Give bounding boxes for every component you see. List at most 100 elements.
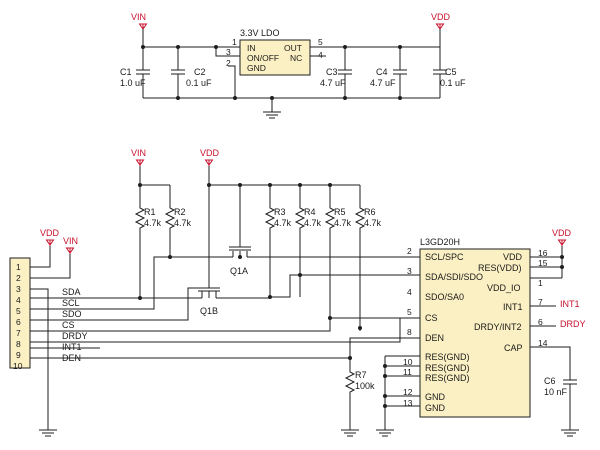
svg-text:1: 1 (232, 37, 237, 47)
svg-text:2: 2 (16, 273, 21, 283)
svg-text:INT1: INT1 (503, 302, 523, 312)
junction-dot (214, 45, 218, 49)
svg-text:11: 11 (403, 367, 412, 377)
svg-text:4.7k: 4.7k (304, 218, 322, 228)
svg-text:R2: R2 (174, 207, 186, 217)
svg-text:1: 1 (538, 278, 543, 288)
resistor-r4: R4 4.7k (294, 185, 322, 275)
int1-output-label: INT1 (560, 299, 580, 309)
capacitor-c1: C1 1.0 uF (120, 47, 150, 98)
chip-name: L3GD20H (420, 237, 460, 247)
svg-text:DRDY: DRDY (62, 331, 88, 341)
resistor-r1: R1 4.7k (134, 185, 162, 298)
vdd-arrow-mid (204, 159, 214, 166)
svg-text:R6: R6 (364, 207, 376, 217)
capacitor-c5: C5 0.1 uF (433, 47, 466, 98)
svg-text:8: 8 (407, 327, 412, 337)
vdd-arrow-top (435, 23, 445, 30)
svg-text:1.0 uF: 1.0 uF (120, 78, 146, 88)
svg-text:4: 4 (407, 287, 412, 297)
svg-text:4.7k: 4.7k (144, 218, 162, 228)
resistor-r3: R3 4.7k (264, 185, 292, 297)
svg-text:C4: C4 (376, 67, 388, 77)
svg-text:0.1 uF: 0.1 uF (186, 78, 212, 88)
svg-text:ON/OFF: ON/OFF (247, 53, 279, 63)
svg-text:13: 13 (403, 398, 413, 408)
c6-value: 10 nF (544, 387, 568, 397)
svg-text:SDA/SDI/SDO: SDA/SDI/SDO (425, 272, 483, 282)
c6-ref: C6 (544, 376, 556, 386)
mosfet-q1b: Q1B (198, 257, 220, 316)
ldo-body (239, 39, 311, 76)
svg-text:2: 2 (407, 246, 412, 256)
vin-rail (142, 29, 240, 48)
vin-arrow-top (138, 23, 148, 30)
svg-text:R5: R5 (334, 207, 346, 217)
svg-text:SDO: SDO (62, 309, 82, 319)
svg-text:4.7k: 4.7k (274, 218, 292, 228)
vin-arrow-mid (135, 159, 145, 166)
svg-text:GND: GND (425, 403, 446, 413)
vdd-label-chip: VDD (552, 228, 572, 238)
svg-text:C3: C3 (326, 67, 338, 77)
svg-text:CS: CS (62, 320, 75, 330)
svg-text:VDD_IO: VDD_IO (487, 283, 521, 293)
chip-body (419, 248, 531, 418)
svg-text:16: 16 (538, 248, 548, 258)
svg-text:IN: IN (247, 43, 256, 53)
svg-text:3: 3 (16, 284, 21, 294)
mosfet-q1a: Q1A (208, 185, 251, 276)
svg-text:4.7k: 4.7k (364, 218, 382, 228)
resistor-r2: R2 4.7k (164, 185, 192, 257)
svg-text:RES(VDD): RES(VDD) (478, 263, 522, 273)
on-off-wire (215, 47, 240, 57)
svg-text:7: 7 (538, 297, 543, 307)
svg-text:15: 15 (538, 258, 548, 268)
svg-text:10: 10 (403, 357, 413, 367)
junction-dot (233, 96, 237, 100)
svg-text:RES(GND): RES(GND) (425, 373, 470, 383)
junction-dot (270, 96, 274, 100)
capacitor-c2: C2 0.1 uF (171, 47, 212, 98)
signal-wires (30, 256, 420, 360)
vdd-label-header: VDD (40, 228, 60, 238)
svg-text:9: 9 (16, 350, 21, 360)
svg-text:RES(GND): RES(GND) (425, 363, 470, 373)
svg-text:R7: R7 (355, 370, 367, 380)
header-body (9, 257, 31, 369)
svg-text:4.7k: 4.7k (334, 218, 352, 228)
svg-text:10: 10 (13, 361, 23, 371)
capacitor-c4: C4 4.7 uF (370, 47, 407, 98)
vdd-label-mid: VDD (200, 148, 220, 158)
resistor-r5: R5 4.7k (324, 185, 352, 318)
svg-text:VDD: VDD (503, 252, 523, 262)
svg-text:4: 4 (16, 295, 21, 305)
header-vin-wire (30, 254, 71, 279)
svg-text:INT1: INT1 (62, 342, 82, 352)
svg-text:12: 12 (403, 387, 413, 397)
ldo-regulator: 3.3V LDO 1 3 2 IN ON/OFF GND OUT NC 5 4 (226, 28, 326, 76)
vin-label-mid: VIN (131, 148, 146, 158)
svg-text:SCL/SPC: SCL/SPC (425, 252, 464, 262)
svg-text:DEN: DEN (425, 333, 444, 343)
header-gnd-wire (30, 288, 49, 430)
svg-text:5: 5 (16, 306, 21, 316)
ground-symbol-top (263, 111, 281, 119)
svg-text:GND: GND (425, 392, 446, 402)
power-section: VIN VDD C1 1.0 uF C2 0.1 (120, 12, 466, 119)
vdd-rail (310, 29, 441, 48)
ldo-gnd-wire (228, 65, 236, 98)
svg-text:SDO/SA0: SDO/SA0 (425, 292, 464, 302)
svg-text:2: 2 (226, 58, 231, 68)
svg-text:Q1B: Q1B (200, 306, 218, 316)
vin-label-top: VIN (131, 12, 146, 22)
svg-text:3: 3 (407, 266, 412, 276)
svg-text:DRDY/INT2: DRDY/INT2 (474, 322, 522, 332)
drdy-output-label: DRDY (560, 319, 586, 329)
gyro-chip: L3GD20H SCL/SPC SDA/SDI/SDO SDO/SA0 CS D… (376, 228, 586, 437)
svg-text:R1: R1 (144, 207, 156, 217)
svg-text:4.7k: 4.7k (174, 218, 192, 228)
svg-text:7: 7 (16, 328, 21, 338)
svg-text:6: 6 (16, 317, 21, 327)
